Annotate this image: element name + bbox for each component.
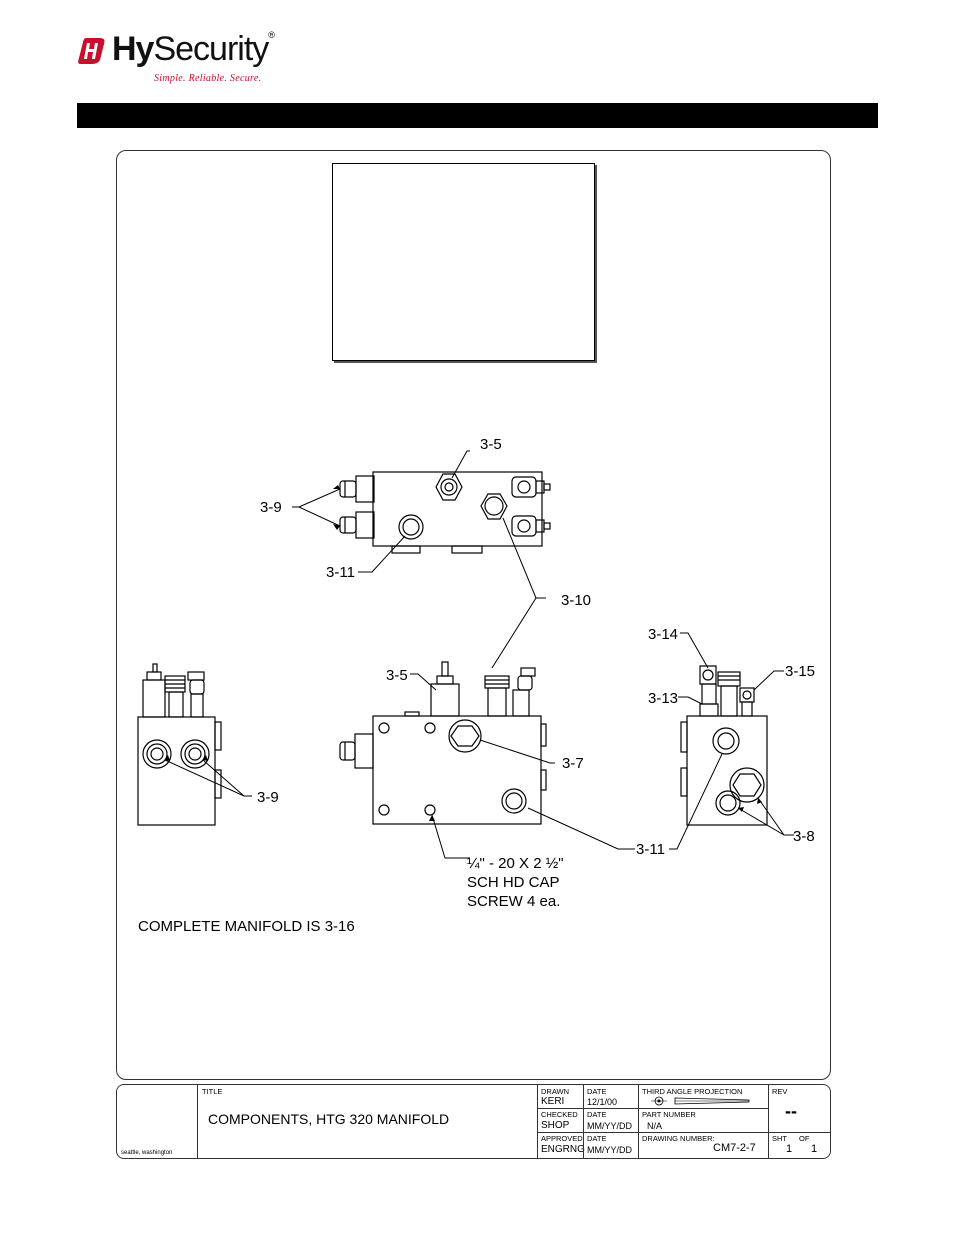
screw-note-line-1: ¼" - 20 X 2 ½" <box>467 855 564 872</box>
drawn-value: KERI <box>541 1096 565 1107</box>
company-location: seattle, washington <box>121 1150 173 1156</box>
label-3-7: 3-7 <box>562 755 584 772</box>
leader-arrowheads <box>165 485 762 821</box>
checked-date: MM/YY/DD <box>587 1121 632 1131</box>
label-3-5-top: 3-5 <box>480 436 502 453</box>
rev-sheet-column: REV -- SHT OF 1 1 <box>768 1085 830 1158</box>
part-number: N/A <box>647 1121 663 1131</box>
hysecurity-logo-mark-icon <box>78 38 105 64</box>
label-3-9-left: 3-9 <box>257 789 279 806</box>
sheet-value: 1 <box>786 1143 793 1155</box>
label-3-15: 3-15 <box>785 663 815 680</box>
approved-label: APPROVED <box>541 1134 583 1143</box>
drawing-frame <box>116 150 831 1080</box>
signature-date-column: DATE 12/1/00 DATE MM/YY/DD DATE MM/YY/DD <box>583 1085 639 1158</box>
label-3-8: 3-8 <box>793 828 815 845</box>
drawn-date-label: DATE <box>587 1087 607 1096</box>
part-number-label: PART NUMBER <box>642 1110 696 1119</box>
approved-value: ENGRNG <box>541 1144 585 1155</box>
top-view-manifold <box>339 471 551 554</box>
of-value: 1 <box>811 1143 818 1155</box>
right-side-view-manifold <box>680 665 768 826</box>
projection-label: THIRD ANGLE PROJECTION <box>642 1087 743 1096</box>
signature-name-column: DRAWN KERI CHECKED SHOP APPROVED ENGRNG <box>537 1085 585 1158</box>
label-3-14: 3-14 <box>648 626 678 643</box>
label-3-9-top: 3-9 <box>260 499 282 516</box>
brand-wordmark: HySecurity® <box>112 30 275 68</box>
complete-manifold-note: COMPLETE MANIFOLD IS 3-16 <box>138 918 355 935</box>
drawn-date: 12/1/00 <box>587 1097 618 1107</box>
title-cell: TITLE COMPONENTS, HTG 320 MANIFOLD <box>197 1085 538 1158</box>
label-3-13: 3-13 <box>648 690 678 707</box>
sheet-label: SHT <box>772 1134 787 1143</box>
brand-tagline: Simple. Reliable. Secure. <box>154 73 262 84</box>
approved-date-label: DATE <box>587 1134 607 1143</box>
header-bar <box>77 103 878 128</box>
label-3-10: 3-10 <box>561 592 591 609</box>
projection-partnumber-column: THIRD ANGLE PROJECTION PART NUMBER N/A D… <box>638 1085 769 1158</box>
checked-label: CHECKED <box>541 1110 578 1119</box>
drawing-number: CM7-2-7 <box>713 1142 756 1154</box>
rev-label: REV <box>772 1087 788 1096</box>
screw-note-line-2: SCH HD CAP <box>467 874 560 891</box>
of-label: OF <box>799 1134 810 1143</box>
checked-value: SHOP <box>541 1120 570 1131</box>
checked-date-label: DATE <box>587 1110 607 1119</box>
front-view-manifold <box>339 661 547 825</box>
drawn-label: DRAWN <box>541 1087 570 1096</box>
title-block: seattle, washington TITLE COMPONENTS, HT… <box>116 1084 831 1159</box>
left-side-view-manifold <box>137 663 222 826</box>
title-label: TITLE <box>202 1087 223 1096</box>
leader-lines <box>164 450 794 859</box>
drawing-number-label: DRAWING NUMBER: <box>642 1134 715 1143</box>
approved-date: MM/YY/DD <box>587 1145 632 1155</box>
hysecurity-logo: HySecurity® Simple. Reliable. Secure. <box>78 30 298 90</box>
rev-value: -- <box>785 1101 797 1121</box>
label-3-11-front: 3-11 <box>636 841 665 858</box>
third-angle-projection-icon <box>651 1096 750 1106</box>
screw-note-line-3: SCREW 4 ea. <box>467 893 560 910</box>
label-3-11-top: 3-11 <box>326 564 355 581</box>
blank-notes-box <box>332 163 595 361</box>
label-3-5-front: 3-5 <box>386 667 408 684</box>
drawing-title: COMPONENTS, HTG 320 MANIFOLD <box>208 1111 450 1127</box>
